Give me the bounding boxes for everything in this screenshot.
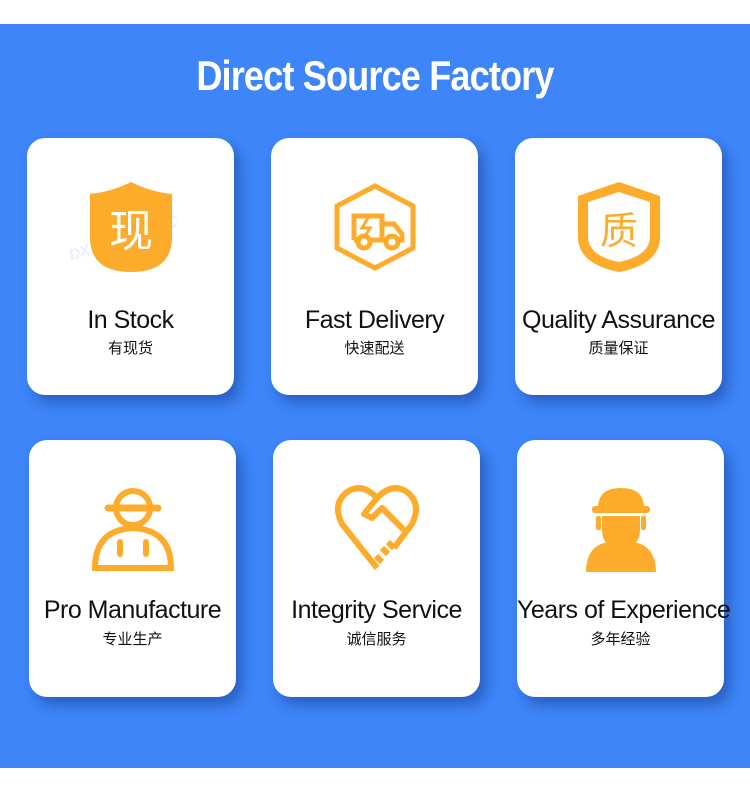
svg-text:现: 现	[109, 206, 153, 257]
card-title: In Stock	[87, 306, 174, 334]
worker-icon	[88, 484, 178, 574]
engineer-icon	[576, 484, 666, 574]
delivery-truck-icon	[330, 182, 420, 272]
card-title: Years of Experience	[517, 596, 731, 624]
card-integrity-service: Integrity Service 诚信服务	[273, 440, 480, 697]
card-pro-manufacture: Pro Manufacture 专业生产	[29, 440, 236, 697]
card-subtitle: 诚信服务	[346, 631, 407, 648]
card-title: Pro Manufacture	[43, 596, 222, 624]
card-title: Quality Assurance	[522, 306, 716, 334]
card-title: Fast Delivery	[304, 306, 445, 334]
card-subtitle: 质量保证	[588, 340, 649, 357]
card-subtitle: 多年经验	[590, 631, 651, 648]
handshake-heart-icon	[332, 484, 422, 574]
card-quality-assurance: 质 Quality Assurance 质量保证	[515, 138, 722, 395]
card-in-stock: DX HYDRAULIC 现 In Stock 有现货	[27, 138, 234, 395]
card-fast-delivery: Fast Delivery 快速配送	[271, 138, 478, 395]
page-title: Direct Source Factory	[196, 52, 554, 99]
quality-shield-icon: 质	[574, 182, 664, 272]
card-subtitle: 快速配送	[344, 340, 405, 357]
card-years-of-experience: Years of Experience 多年经验	[517, 440, 731, 697]
svg-text:质: 质	[599, 209, 637, 253]
card-title: Integrity Service	[291, 596, 462, 624]
shield-stock-icon: 现	[86, 182, 176, 272]
card-subtitle: 专业生产	[102, 631, 163, 648]
card-subtitle: 有现货	[107, 340, 153, 357]
